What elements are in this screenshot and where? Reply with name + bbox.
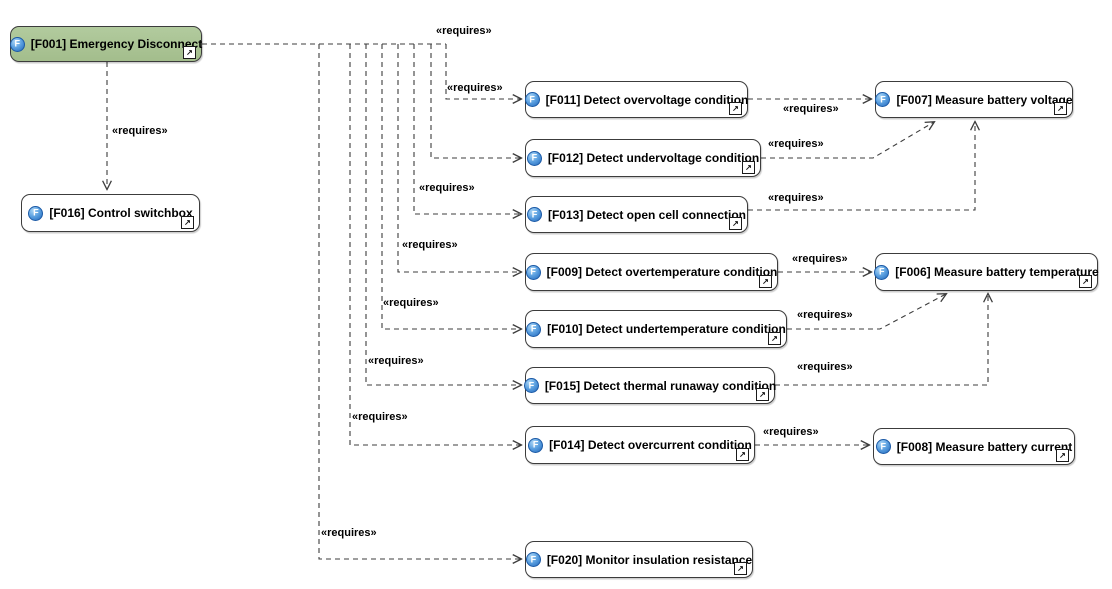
node-label: [F006] Measure battery temperature — [895, 265, 1099, 279]
node-F001[interactable]: F [F001] Emergency Disconnect ↗ — [9, 26, 203, 62]
edge-stereotype-label: «requires» — [112, 125, 168, 137]
node-label: [F010] Detect undertemperature condition — [547, 322, 786, 336]
edge-stereotype-label: «requires» — [797, 309, 853, 321]
edge-stereotype-label: «requires» — [402, 239, 458, 251]
node-label: [F012] Detect undervoltage condition — [547, 151, 760, 165]
edge-stereotype-label: «requires» — [797, 361, 853, 373]
node-F007[interactable]: F [F007] Measure battery voltage ↗ — [875, 81, 1073, 118]
function-icon: F — [525, 552, 541, 567]
function-icon: F — [9, 36, 25, 52]
node-F014[interactable]: F [F014] Detect overcurrent condition ↗ — [525, 426, 755, 464]
node-F020[interactable]: F [F020] Monitor insulation resistance ↗ — [525, 541, 753, 578]
node-label: [F014] Detect overcurrent condition — [549, 438, 752, 452]
edge-stereotype-label: «requires» — [419, 182, 475, 194]
function-icon: F — [526, 321, 542, 337]
node-label: [F001] Emergency Disconnect — [30, 37, 203, 51]
function-icon: F — [524, 92, 540, 107]
connector-F001-F015[interactable] — [365, 44, 521, 385]
node-label: [F008] Measure battery current — [896, 439, 1073, 454]
connector-F001-F012[interactable] — [430, 44, 521, 158]
function-icon: F — [28, 205, 44, 221]
edge-stereotype-label: «requires» — [792, 253, 848, 265]
navigate-link-icon[interactable]: ↗ — [742, 161, 755, 174]
node-label: [F009] Detect overtemperature condition — [546, 265, 778, 279]
node-F008[interactable]: F [F008] Measure battery current ↗ — [873, 428, 1075, 465]
node-F013[interactable]: F [F013] Detect open cell connection ↗ — [525, 196, 748, 233]
node-F006[interactable]: F [F006] Measure battery temperature ↗ — [874, 253, 1099, 291]
navigate-link-icon[interactable]: ↗ — [181, 216, 194, 229]
navigate-link-icon[interactable]: ↗ — [768, 332, 781, 345]
navigate-link-icon[interactable]: ↗ — [756, 388, 769, 401]
edge-stereotype-label: «requires» — [768, 138, 824, 150]
function-icon: F — [874, 264, 890, 280]
navigate-link-icon[interactable]: ↗ — [729, 217, 742, 230]
connector-F001-F010[interactable] — [381, 44, 521, 329]
node-label: [F013] Detect open cell connection — [547, 207, 747, 222]
navigate-link-icon[interactable]: ↗ — [183, 46, 196, 59]
connector-F001-F009[interactable] — [397, 44, 521, 272]
node-label: [F020] Monitor insulation resistance — [546, 552, 753, 567]
edge-stereotype-label: «requires» — [368, 355, 424, 367]
navigate-link-icon[interactable]: ↗ — [736, 448, 749, 461]
function-icon: F — [525, 264, 541, 280]
connector-F013-F007[interactable] — [748, 122, 975, 211]
navigate-link-icon[interactable]: ↗ — [734, 562, 747, 575]
connector-F001-F020[interactable] — [318, 44, 521, 559]
edge-stereotype-label: «requires» — [352, 411, 408, 423]
connector-F010-F006[interactable] — [787, 294, 946, 330]
edge-stereotype-label: «requires» — [383, 297, 439, 309]
node-F016[interactable]: F [F016] Control switchbox ↗ — [21, 194, 200, 232]
navigate-link-icon[interactable]: ↗ — [1079, 275, 1092, 288]
function-icon: F — [528, 437, 544, 453]
edge-stereotype-label: «requires» — [321, 527, 377, 539]
node-label: [F007] Measure battery voltage — [896, 92, 1073, 107]
node-F009[interactable]: F [F009] Detect overtemperature conditio… — [525, 253, 778, 291]
node-label: [F015] Detect thermal runaway condition — [544, 378, 777, 393]
node-F012[interactable]: F [F012] Detect undervoltage condition ↗ — [525, 139, 761, 177]
node-F010[interactable]: F [F010] Detect undertemperature conditi… — [525, 310, 787, 348]
connector-F012-F007[interactable] — [761, 122, 934, 159]
connector-F001-F013[interactable] — [413, 44, 521, 214]
edge-stereotype-label: «requires» — [447, 82, 503, 94]
edge-stereotype-label: «requires» — [763, 426, 819, 438]
connector-F001-F011[interactable] — [445, 44, 521, 99]
navigate-link-icon[interactable]: ↗ — [1056, 449, 1069, 462]
node-label: [F011] Detect overvoltage condition — [545, 92, 749, 107]
navigate-link-icon[interactable]: ↗ — [729, 102, 742, 115]
node-F015[interactable]: F [F015] Detect thermal runaway conditio… — [523, 367, 777, 404]
function-icon: F — [875, 439, 891, 454]
edge-stereotype-label: «requires» — [436, 25, 492, 37]
function-icon: F — [526, 150, 542, 166]
function-icon: F — [523, 378, 539, 393]
navigate-link-icon[interactable]: ↗ — [1054, 102, 1067, 115]
function-icon: F — [875, 92, 891, 107]
node-F011[interactable]: F [F011] Detect overvoltage condition ↗ — [524, 81, 749, 118]
node-label: [F016] Control switchbox — [49, 206, 193, 220]
connector-F015-F006[interactable] — [775, 294, 988, 386]
edge-stereotype-label: «requires» — [768, 192, 824, 204]
connector-F001-F014[interactable] — [349, 44, 521, 445]
edge-stereotype-label: «requires» — [783, 103, 839, 115]
navigate-link-icon[interactable]: ↗ — [759, 275, 772, 288]
function-icon: F — [526, 207, 542, 222]
